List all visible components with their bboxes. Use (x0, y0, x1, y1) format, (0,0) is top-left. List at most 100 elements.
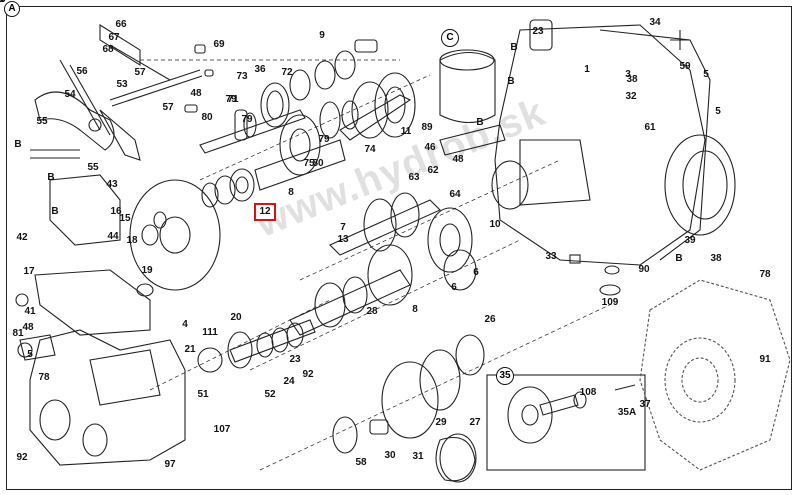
part-label[interactable]: B (0, 0, 4, 5)
part-label[interactable]: 38 (710, 253, 722, 264)
part-label[interactable]: 66 (115, 19, 127, 30)
part-label[interactable]: 69 (213, 39, 225, 50)
part-label[interactable]: 23 (532, 26, 544, 37)
part-label[interactable]: 6 (473, 267, 479, 278)
part-label[interactable]: 31 (412, 451, 424, 462)
part-label[interactable]: 13 (337, 234, 349, 245)
part-label[interactable]: 80 (201, 112, 213, 123)
part-label[interactable]: 57 (162, 102, 174, 113)
part-label[interactable]: 3 (625, 69, 631, 80)
part-label[interactable]: 28 (366, 306, 378, 317)
part-label[interactable]: 79 (225, 94, 237, 105)
part-label[interactable]: 5 (715, 106, 721, 117)
part-label[interactable]: 74 (364, 144, 376, 155)
part-label[interactable]: 20 (230, 312, 242, 323)
part-label[interactable]: 5 (27, 349, 33, 360)
part-label[interactable]: 7 (340, 222, 346, 233)
part-label[interactable]: 33 (545, 251, 557, 262)
part-label[interactable]: 54 (64, 89, 76, 100)
part-label[interactable]: 79 (241, 114, 253, 125)
part-label[interactable]: 79 (318, 134, 330, 145)
part-label[interactable]: 53 (116, 79, 128, 90)
part-label[interactable]: 80 (312, 158, 324, 169)
part-label[interactable]: 52 (264, 389, 276, 400)
part-label[interactable]: 81 (12, 328, 24, 339)
part-label[interactable]: 5 (703, 69, 709, 80)
part-label[interactable]: 46 (424, 142, 436, 153)
part-label[interactable]: 18 (126, 235, 138, 246)
part-label[interactable]: 34 (649, 17, 661, 28)
part-label[interactable]: B (675, 253, 683, 264)
part-label[interactable]: B (510, 42, 518, 53)
part-label[interactable]: 11 (400, 126, 412, 137)
part-label[interactable]: 64 (449, 189, 461, 200)
part-label[interactable]: 37 (639, 399, 651, 410)
part-label[interactable]: 21 (184, 344, 196, 355)
part-label[interactable]: 59 (679, 61, 691, 72)
part-label[interactable]: 36 (254, 64, 266, 75)
part-label[interactable]: 42 (16, 232, 28, 243)
part-label[interactable]: 55 (87, 162, 99, 173)
part-label[interactable]: 48 (22, 322, 34, 333)
part-label[interactable]: 62 (427, 165, 439, 176)
part-label[interactable]: 27 (469, 417, 481, 428)
part-label[interactable]: 38 (626, 74, 638, 85)
part-label[interactable]: B (14, 139, 22, 150)
part-label[interactable]: 30 (384, 450, 396, 461)
part-label[interactable]: 90 (638, 264, 650, 275)
part-label[interactable]: 61 (644, 122, 656, 133)
part-label[interactable]: 51 (197, 389, 209, 400)
part-label[interactable]: 41 (24, 306, 36, 317)
part-label[interactable]: 25 (0, 0, 6, 5)
part-label[interactable]: B (476, 117, 484, 128)
part-label[interactable]: 55 (36, 116, 48, 127)
part-label[interactable]: 71 (227, 94, 239, 105)
part-label[interactable]: 78 (38, 372, 50, 383)
part-label[interactable]: 67 (108, 32, 120, 43)
part-label[interactable]: 10 (489, 219, 501, 230)
part-label[interactable]: 32 (625, 91, 637, 102)
part-label[interactable]: 17 (23, 266, 35, 277)
part-label[interactable]: 73 (236, 71, 248, 82)
part-label[interactable]: 78 (759, 269, 771, 280)
part-label[interactable]: 91 (759, 354, 771, 365)
part-label[interactable]: 97 (164, 459, 176, 470)
part-label[interactable]: B (51, 206, 59, 217)
part-label[interactable]: 8 (412, 304, 418, 315)
callout-35[interactable]: 35 (496, 367, 514, 385)
part-label[interactable]: B (0, 0, 4, 5)
part-label[interactable]: 92 (302, 369, 314, 380)
part-label[interactable]: 59 (0, 0, 6, 5)
part-label[interactable]: 9 (319, 30, 325, 41)
part-label[interactable]: 43 (106, 179, 118, 190)
part-label[interactable]: 108 (579, 387, 597, 398)
part-label[interactable]: 111 (202, 327, 218, 338)
part-label[interactable]: B (507, 76, 515, 87)
part-label[interactable]: 109 (601, 297, 619, 308)
part-label[interactable]: 75 (303, 158, 315, 169)
part-label[interactable]: 57 (134, 67, 146, 78)
part-label[interactable]: 58 (355, 457, 367, 468)
part-label[interactable]: 56 (76, 66, 88, 77)
part-label[interactable]: 19 (141, 265, 153, 276)
part-label[interactable]: 72 (281, 67, 293, 78)
part-label[interactable]: 15 (119, 213, 131, 224)
part-label[interactable]: 8 (288, 187, 294, 198)
part-label[interactable]: 24 (283, 376, 295, 387)
part-label[interactable]: 89 (421, 122, 433, 133)
part-label[interactable]: 39 (684, 235, 696, 246)
part-label[interactable]: B (47, 172, 55, 183)
part-label[interactable]: 6 (451, 282, 457, 293)
part-label[interactable]: 92 (16, 452, 28, 463)
callout-c[interactable]: C (441, 29, 459, 47)
part-label[interactable]: 35A (617, 407, 637, 418)
highlighted-part-label[interactable]: 12 (254, 203, 276, 221)
part-label[interactable]: 29 (435, 417, 447, 428)
part-label[interactable]: 26 (484, 314, 496, 325)
part-label[interactable]: 63 (408, 172, 420, 183)
part-label[interactable]: 44 (107, 231, 119, 242)
part-label[interactable]: 48 (190, 88, 202, 99)
part-label[interactable]: 1 (584, 64, 590, 75)
part-label[interactable]: 68 (102, 44, 114, 55)
part-label[interactable]: 16 (110, 206, 122, 217)
